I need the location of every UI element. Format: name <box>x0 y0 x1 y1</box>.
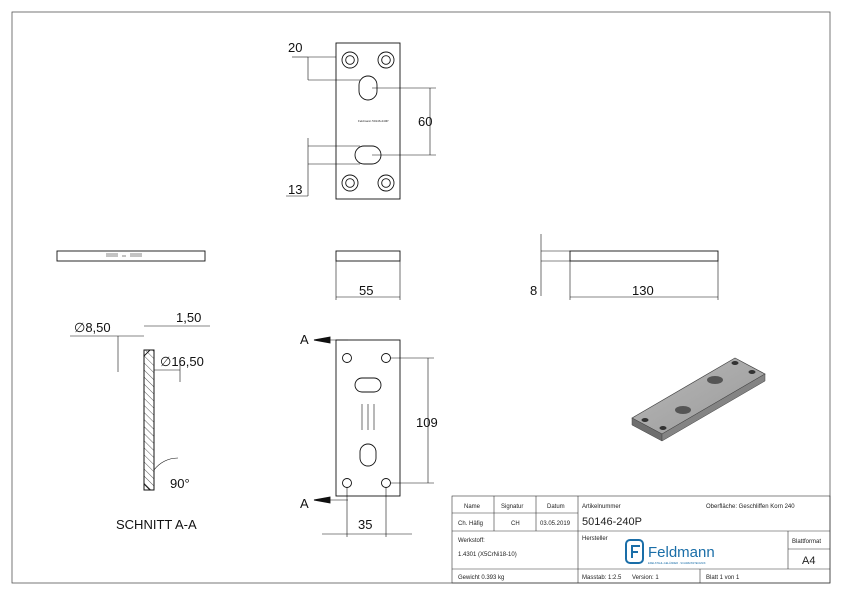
side-views <box>56 234 719 300</box>
tb-signatur-label: Signatur <box>501 504 523 510</box>
left-edge-view <box>56 250 206 262</box>
tb-signatur: CH <box>511 521 520 527</box>
title-block <box>451 495 831 584</box>
tb-massstab: Masstab: 1:2.5 <box>582 575 622 581</box>
dim-front-109: 109 <box>416 415 438 430</box>
tb-blatt: Blatt 1 von 1 <box>706 575 740 581</box>
sheet-border <box>11 11 831 584</box>
section-hatched-body <box>143 349 155 491</box>
feldmann-logo-icon <box>625 539 644 564</box>
top-view <box>286 42 436 200</box>
tb-datum: 03.05.2019 <box>540 521 571 527</box>
dim-side-130: 130 <box>632 283 654 298</box>
isometric-plate-view <box>631 357 766 442</box>
tb-artikelnummer: 50146-240P <box>582 516 642 528</box>
dim-hole-16-50: ∅16,50 <box>160 354 204 369</box>
front-view <box>313 336 434 537</box>
dim-thick-1-50: 1,50 <box>176 310 201 325</box>
right-edge-view <box>569 250 719 262</box>
section-marker-top: A <box>300 332 309 347</box>
tb-version: Version: 1 <box>632 575 659 581</box>
tb-werkstoff-label: Werkstoff: <box>458 538 485 544</box>
corner-holes <box>341 51 395 192</box>
tb-drawer-name: Ch. Häfig <box>458 521 483 527</box>
section-marker-bottom: A <box>300 496 309 511</box>
feldmann-wordmark: Feldmann <box>648 544 715 561</box>
tb-blattformat: A4 <box>802 555 815 567</box>
feldmann-tagline: EDELSTAHL-GELÄNDER · SCHWEISSTECHNIK <box>648 561 706 565</box>
front-view-plate <box>335 339 401 497</box>
tb-oberflaeche: Oberfläche: Geschliffen Korn 240 <box>706 504 795 510</box>
tb-hersteller-label: Hersteller <box>582 536 608 542</box>
dim-hole-8-50: ∅8,50 <box>74 320 111 335</box>
feldmann-logo: Feldmann EDELSTAHL-GELÄNDER · SCHWEISSTE… <box>625 539 715 565</box>
top-view-plate <box>335 42 401 200</box>
tb-werkstoff: 1.4301 (X5CrNi18-10) <box>458 552 517 558</box>
dim-top-20: 20 <box>288 40 302 55</box>
tb-gewicht: Gewicht 0.393 kg <box>458 575 504 581</box>
middle-edge-view <box>335 250 401 262</box>
dim-front-35: 35 <box>358 517 372 532</box>
dim-side-8: 8 <box>530 283 537 298</box>
section-a-a-view <box>70 325 210 491</box>
dim-side-55: 55 <box>359 283 373 298</box>
tb-name-label: Name <box>464 504 481 510</box>
tb-datum-label: Datum <box>547 504 565 510</box>
tb-artikelnummer-label: Artikelnummer <box>582 504 621 510</box>
dim-top-60: 60 <box>418 114 432 129</box>
section-title: SCHNITT A-A <box>116 517 197 532</box>
part-engraving: Feldmann 50146-240P <box>358 119 389 123</box>
dim-top-13: 13 <box>288 182 302 197</box>
tb-blattformat-label: Blattformat <box>792 539 821 545</box>
dim-angle-90: 90° <box>170 476 190 491</box>
